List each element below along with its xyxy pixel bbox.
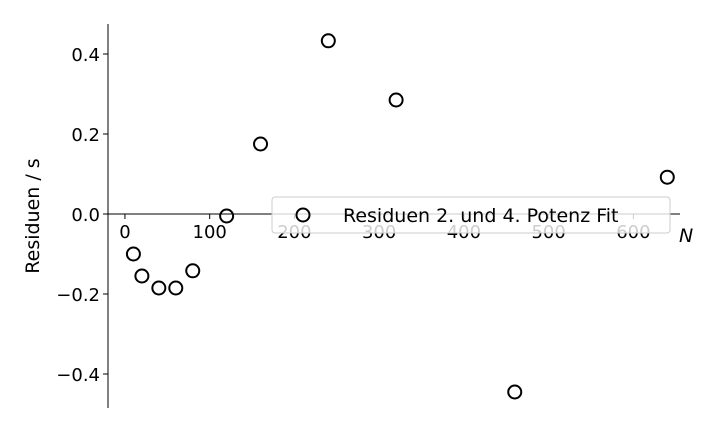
legend: Residuen 2. und 4. Potenz Fit <box>271 196 671 234</box>
y-axis-label: Residuen / s <box>22 158 44 273</box>
data-points <box>125 33 675 400</box>
x-axis-label: N <box>679 225 693 247</box>
data-point <box>151 280 167 296</box>
legend-marker <box>295 207 311 223</box>
x-tick-label: 100 <box>193 222 227 243</box>
data-point <box>320 33 336 49</box>
y-tick-label: 0.0 <box>71 205 100 226</box>
y-tick-label: 0.4 <box>71 45 100 66</box>
y-tick-label: −0.4 <box>56 365 100 386</box>
y-ticks: −0.4 −0.2 0.0 0.2 0.4 <box>56 45 108 386</box>
data-point <box>253 136 269 152</box>
y-tick-label: −0.2 <box>56 285 100 306</box>
data-point <box>134 268 150 284</box>
data-point <box>659 169 675 185</box>
legend-box <box>271 196 671 234</box>
data-point <box>219 208 235 224</box>
data-point <box>507 384 523 400</box>
data-point <box>168 280 184 296</box>
data-point <box>185 263 201 279</box>
y-tick-label: 0.2 <box>71 125 100 146</box>
legend-label: Residuen 2. und 4. Potenz Fit <box>343 205 618 227</box>
x-tick-label: 0 <box>119 222 130 243</box>
data-point <box>125 246 141 262</box>
data-point <box>388 92 404 108</box>
